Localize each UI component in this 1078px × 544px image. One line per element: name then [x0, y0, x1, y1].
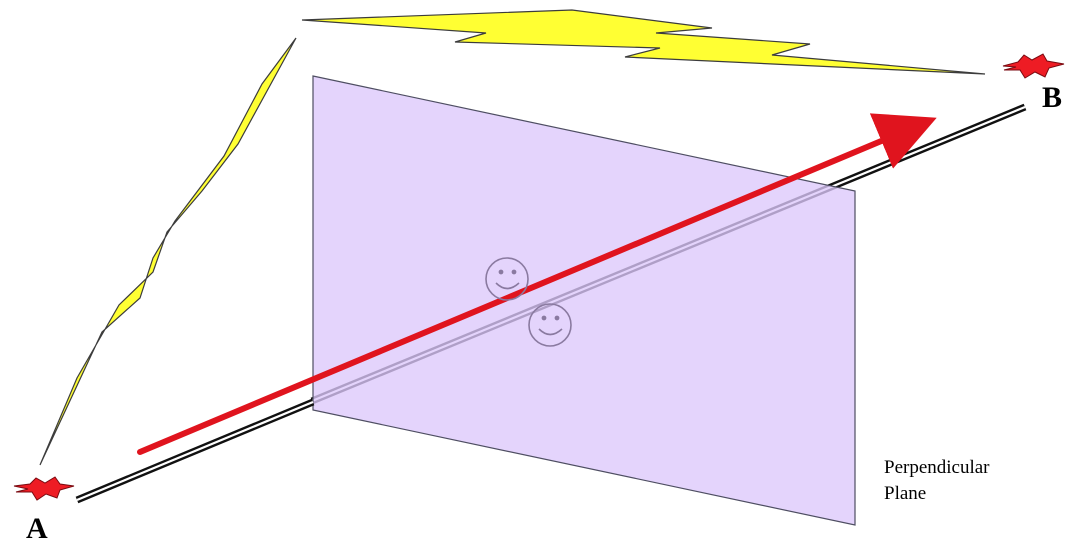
rail-front [75, 398, 315, 504]
smiley-face-upper [485, 257, 529, 301]
flash-icon-a [13, 476, 75, 501]
lightning-bolt-top [301, 9, 986, 75]
perpendicular-plane [312, 75, 856, 526]
lightning-bolt-left [39, 37, 297, 466]
velocity-arrow [137, 113, 937, 455]
point-b-label: B [1042, 81, 1062, 114]
plane-label-line1: Perpendicular [884, 457, 990, 478]
point-a-label: A [26, 512, 48, 544]
plane-label-line2: Plane [884, 483, 926, 504]
flash-icon-b [1002, 53, 1065, 79]
smiley-face-lower [528, 303, 572, 347]
